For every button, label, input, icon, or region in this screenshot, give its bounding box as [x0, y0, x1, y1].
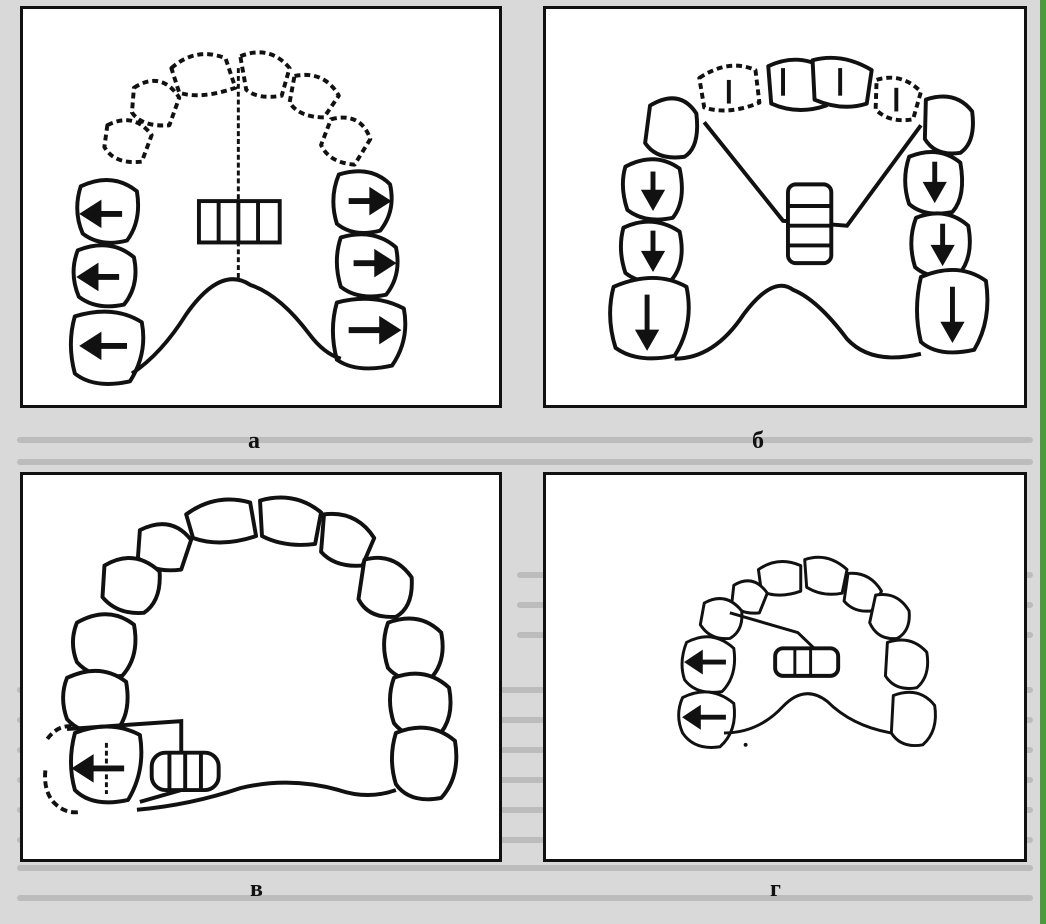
panel-v-label: в [250, 876, 263, 903]
diagram-unilateral-lateral-shift [546, 475, 1024, 859]
panel-b-label: б [752, 428, 764, 455]
panel-g [543, 472, 1027, 862]
diagram-unilateral-distalization [23, 475, 499, 859]
panel-a-label: а [248, 428, 260, 455]
page-edge [1040, 0, 1046, 924]
panel-a [20, 6, 502, 408]
panel-b [543, 6, 1027, 408]
panel-v [20, 472, 502, 862]
diagram-expansion-plate-bilateral [23, 9, 499, 405]
diagram-distalization-plate [546, 9, 1024, 405]
panel-g-label: г [770, 876, 781, 903]
